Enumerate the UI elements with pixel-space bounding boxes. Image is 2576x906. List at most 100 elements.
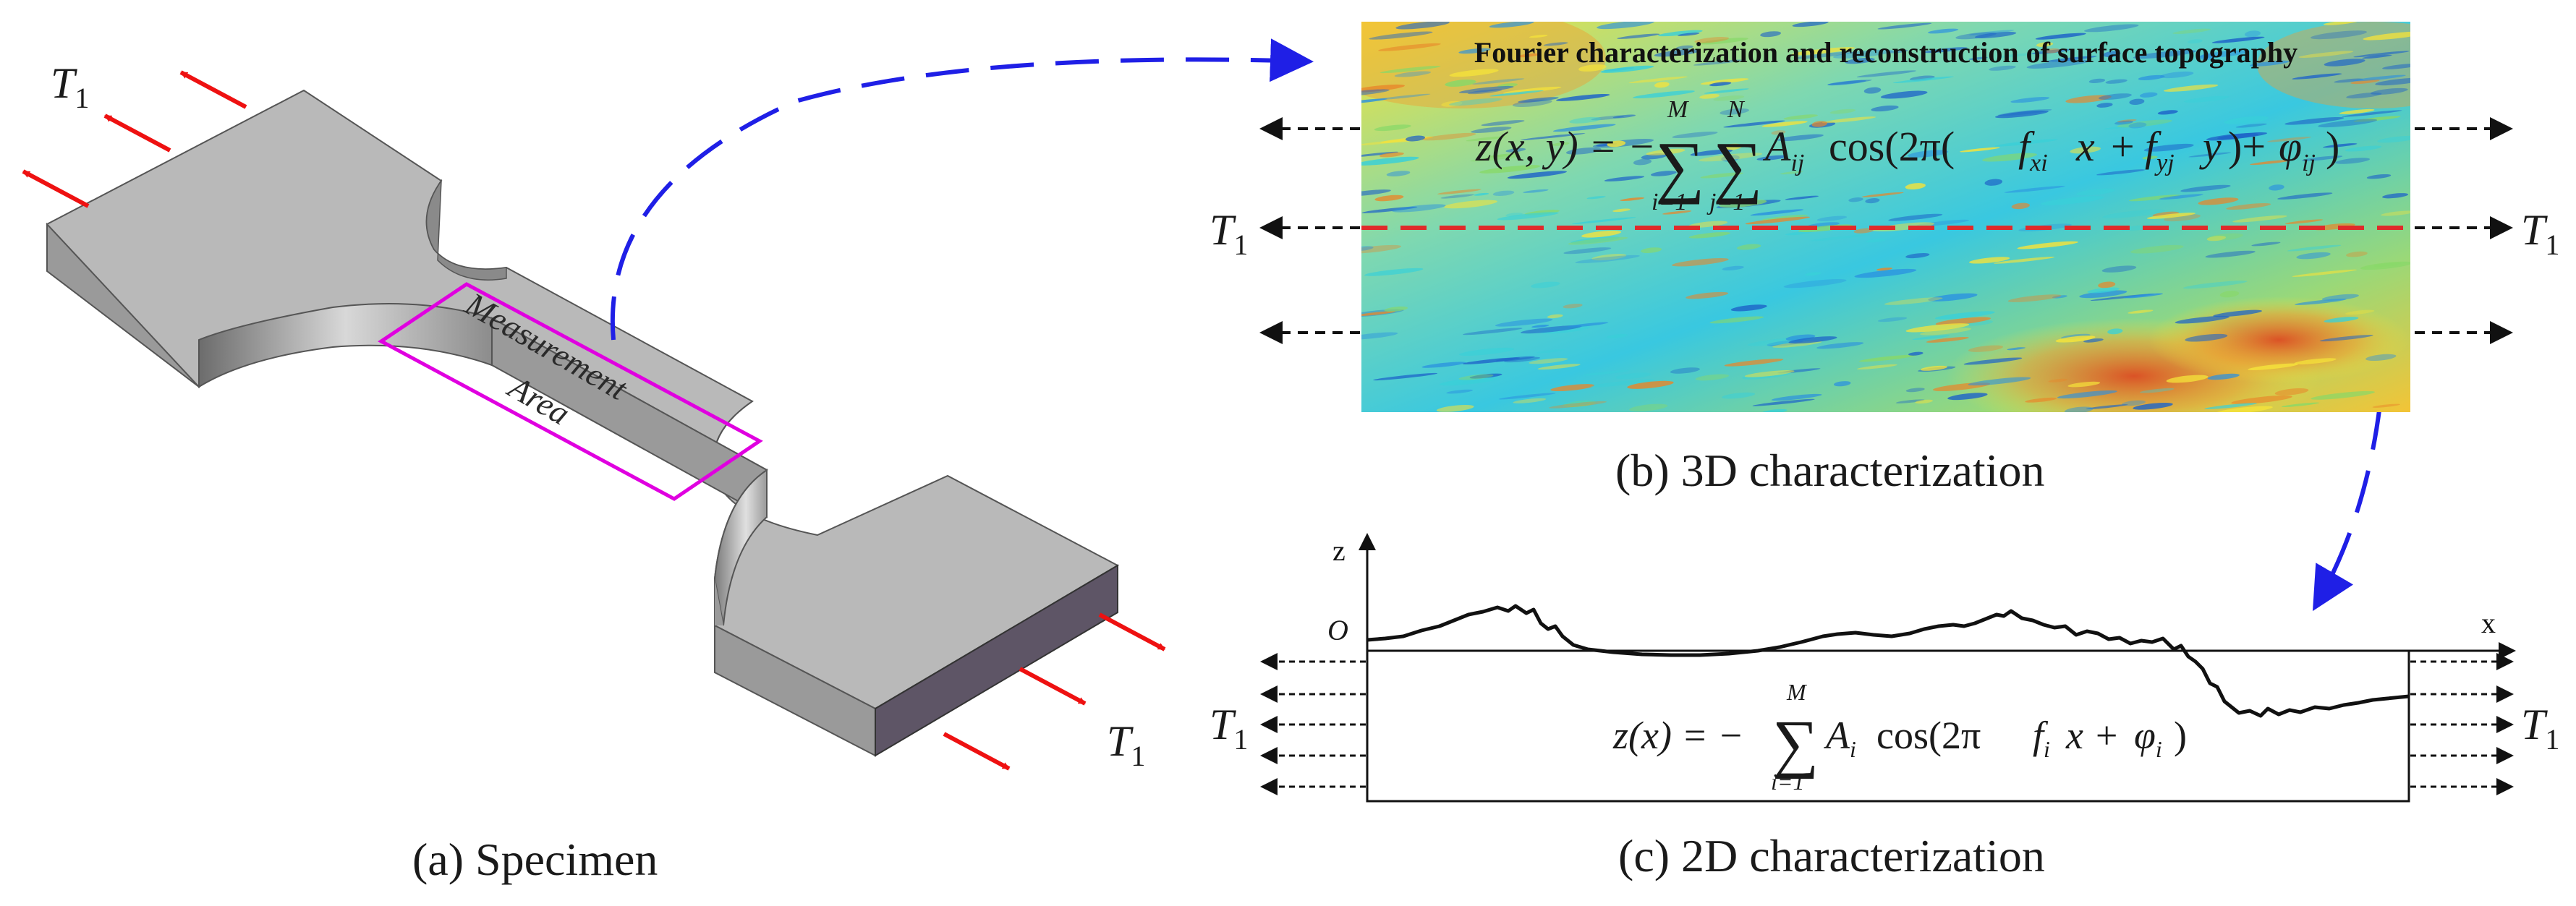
surface-streak bbox=[2206, 233, 2243, 241]
surface-streak bbox=[2188, 152, 2232, 158]
surface-streak bbox=[2318, 119, 2378, 128]
load-label-3d-left: T1 bbox=[1210, 206, 1248, 261]
surface-streak bbox=[1591, 254, 1627, 261]
connector-3d-to-2d bbox=[2312, 226, 2383, 612]
surface-streak bbox=[2129, 98, 2145, 106]
surface-streak bbox=[1466, 136, 1507, 142]
surface-streak bbox=[1552, 124, 1616, 132]
surface-streak bbox=[1783, 278, 1847, 289]
surface-streak bbox=[2103, 51, 2121, 58]
svg-text:z(x) = −: z(x) = − bbox=[1612, 714, 1744, 757]
load-label-right: T1 bbox=[1107, 717, 1145, 772]
surface-streak bbox=[2087, 287, 2120, 294]
surface-streak bbox=[2345, 145, 2382, 152]
surface-streak bbox=[1745, 216, 1810, 225]
surface-streak bbox=[1994, 257, 2055, 264]
surface-streak bbox=[2031, 48, 2071, 55]
surface-streak bbox=[1361, 206, 1418, 213]
surface-streak bbox=[1858, 354, 1917, 362]
surface-streak bbox=[2211, 36, 2265, 43]
surface-streak bbox=[1968, 30, 2015, 35]
surface-streak bbox=[1386, 171, 1411, 176]
surface-streak bbox=[1672, 257, 1729, 267]
surface-streak bbox=[2382, 63, 2410, 69]
surface-streak bbox=[2105, 79, 2127, 84]
surface-streak bbox=[1556, 93, 1610, 101]
surface-streak bbox=[2067, 381, 2101, 388]
surface-streak bbox=[2004, 186, 2065, 193]
svg-text:∑: ∑ bbox=[1655, 127, 1704, 205]
surface-streak bbox=[1615, 372, 1652, 380]
surface-streak bbox=[2350, 79, 2380, 85]
surface-streak bbox=[2159, 194, 2203, 200]
surface-streak bbox=[1880, 90, 1928, 99]
surface-streak bbox=[1361, 246, 1374, 252]
surface-streak bbox=[1633, 90, 1695, 99]
surface-streak bbox=[2323, 143, 2358, 148]
surface-streak bbox=[1489, 90, 1544, 97]
surface-streak bbox=[1374, 195, 1404, 202]
svg-text:x +: x + bbox=[2065, 714, 2120, 757]
surface-streak bbox=[1607, 140, 1626, 148]
surface-streak bbox=[2139, 92, 2158, 98]
specimen-diagram: Measurement Area T1 T1 bbox=[22, 59, 1166, 772]
surface-streak bbox=[2007, 294, 2062, 302]
surface-streak bbox=[2375, 77, 2410, 86]
svg-text:cos(2π: cos(2π bbox=[1876, 714, 1981, 757]
surface-streak bbox=[1628, 76, 1688, 83]
specimen-fillet-right bbox=[713, 469, 768, 626]
surface-streak bbox=[1469, 373, 1502, 379]
surface-streak bbox=[2117, 119, 2137, 123]
surface-streak bbox=[1960, 147, 2000, 153]
surface-streak bbox=[1905, 183, 1926, 190]
surface-streak bbox=[1935, 317, 1991, 325]
surface-streak bbox=[2235, 123, 2267, 128]
surface-streak bbox=[1833, 49, 1894, 59]
surface-streak bbox=[1604, 176, 1645, 181]
surface-streak bbox=[1463, 328, 1523, 336]
svg-text:j=1: j=1 bbox=[1706, 189, 1745, 215]
surface-streak bbox=[1871, 105, 1899, 112]
surface-streak bbox=[2146, 213, 2195, 219]
surface-streak bbox=[2324, 59, 2365, 67]
surface-streak bbox=[1699, 38, 1748, 45]
surface-streak bbox=[1441, 101, 1463, 107]
surface-streak bbox=[1920, 328, 1971, 336]
surface-streak bbox=[1845, 57, 1875, 64]
surface-streak bbox=[2377, 135, 2410, 143]
surface-streak bbox=[1440, 194, 1474, 199]
surface-streak bbox=[2157, 110, 2178, 115]
surface-streak bbox=[1563, 247, 1612, 255]
load-label-2d-left: T1 bbox=[1210, 701, 1248, 756]
surface-streak bbox=[1507, 171, 1567, 179]
surface-streak bbox=[2011, 202, 2030, 210]
surface-streak bbox=[2251, 242, 2281, 247]
surface-streak bbox=[1688, 231, 1730, 239]
surface-streak bbox=[1498, 393, 1556, 400]
surface-streak bbox=[2319, 335, 2373, 342]
surface-streak bbox=[2207, 373, 2240, 380]
svg-text:x: x bbox=[2075, 123, 2095, 170]
surface-streak bbox=[1989, 65, 2016, 71]
surface-streak bbox=[1856, 70, 1916, 78]
svg-text:Ai: Ai bbox=[1824, 714, 1856, 762]
surface-texture bbox=[1361, 22, 2410, 412]
surface-streak bbox=[1575, 255, 1640, 264]
surface-streak bbox=[1672, 131, 1718, 139]
surface-streak bbox=[1997, 108, 2052, 116]
load-arrow-right-3 bbox=[943, 732, 1011, 771]
surface-streak bbox=[1361, 89, 1390, 97]
surface-streak bbox=[2098, 93, 2132, 101]
surface-streak bbox=[2121, 400, 2146, 406]
surface-streak bbox=[1912, 335, 1950, 341]
surface-streak bbox=[2294, 299, 2347, 305]
surface-streak bbox=[1693, 59, 1743, 66]
surface-streak bbox=[1866, 239, 1887, 243]
surface-streak bbox=[2057, 390, 2117, 399]
surface-streak bbox=[1699, 93, 1720, 99]
surface-streak bbox=[2117, 119, 2172, 128]
surface-streak bbox=[2140, 388, 2175, 393]
surface-streak bbox=[1471, 78, 1525, 85]
surface-streak bbox=[1670, 367, 1700, 374]
load-label-3d-right: T1 bbox=[2521, 206, 2559, 261]
